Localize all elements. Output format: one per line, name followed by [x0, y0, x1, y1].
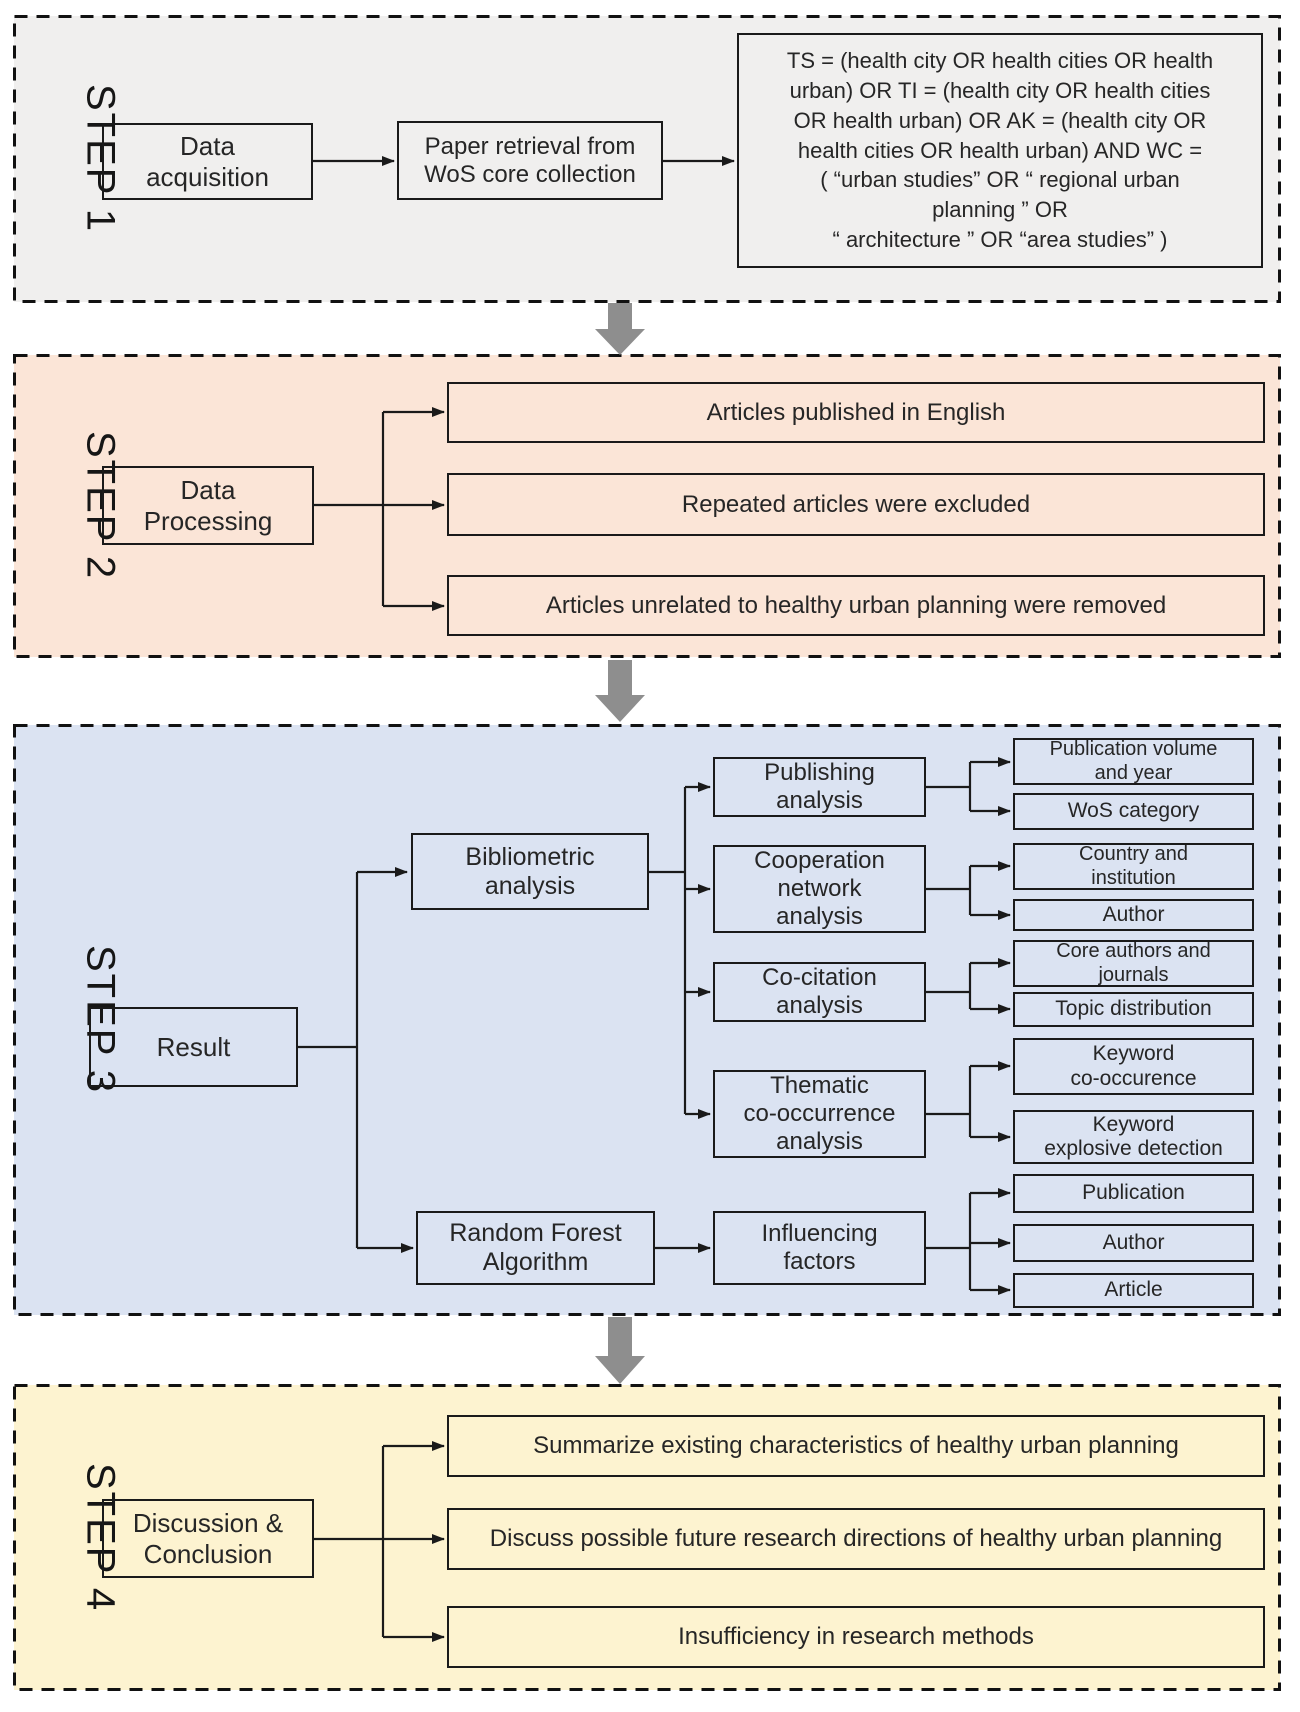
leaf-core-authors-journals: Core authors and journals — [1013, 940, 1254, 987]
leaf-publication-volume: Publication volume and year — [1013, 738, 1254, 785]
leaf-author-cooperation: Author — [1013, 899, 1254, 931]
leaf-article: Article — [1013, 1273, 1254, 1308]
influencing-factors-box: Influencing factors — [713, 1211, 926, 1285]
leaf-keyword-explosive: Keyword explosive detection — [1013, 1110, 1254, 1164]
bibliometric-analysis-box: Bibliometric analysis — [411, 833, 649, 910]
co-citation-box: Co-citation analysis — [713, 962, 926, 1022]
step2-item-repeated: Repeated articles were excluded — [447, 473, 1265, 536]
thematic-co-occurrence-box: Thematic co-occurrence analysis — [713, 1070, 926, 1158]
leaf-topic-distribution: Topic distribution — [1013, 992, 1254, 1027]
result-box: Result — [89, 1007, 298, 1087]
data-acquisition-box: Data acquisition — [102, 123, 313, 200]
leaf-publication: Publication — [1013, 1174, 1254, 1213]
random-forest-box: Random Forest Algorithm — [416, 1211, 655, 1285]
search-query-box: TS = (health city OR health cities OR he… — [737, 33, 1263, 268]
step4-item-summarize: Summarize existing characteristics of he… — [447, 1415, 1265, 1477]
discussion-conclusion-box: Discussion & Conclusion — [102, 1499, 314, 1578]
leaf-wos-category: WoS category — [1013, 793, 1254, 830]
step2-item-unrelated: Articles unrelated to healthy urban plan… — [447, 575, 1265, 636]
leaf-keyword-co-occurence: Keyword co-occurence — [1013, 1038, 1254, 1095]
step4-item-discuss: Discuss possible future research directi… — [447, 1508, 1265, 1570]
publishing-analysis-box: Publishing analysis — [713, 757, 926, 817]
cooperation-network-box: Cooperation network analysis — [713, 845, 926, 933]
step2-item-english: Articles published in English — [447, 382, 1265, 443]
data-processing-box: Data Processing — [102, 466, 314, 545]
leaf-country-institution: Country and institution — [1013, 843, 1254, 890]
leaf-author-factors: Author — [1013, 1224, 1254, 1262]
step4-item-insufficiency: Insufficiency in research methods — [447, 1606, 1265, 1668]
paper-retrieval-box: Paper retrieval from WoS core collection — [397, 121, 663, 200]
